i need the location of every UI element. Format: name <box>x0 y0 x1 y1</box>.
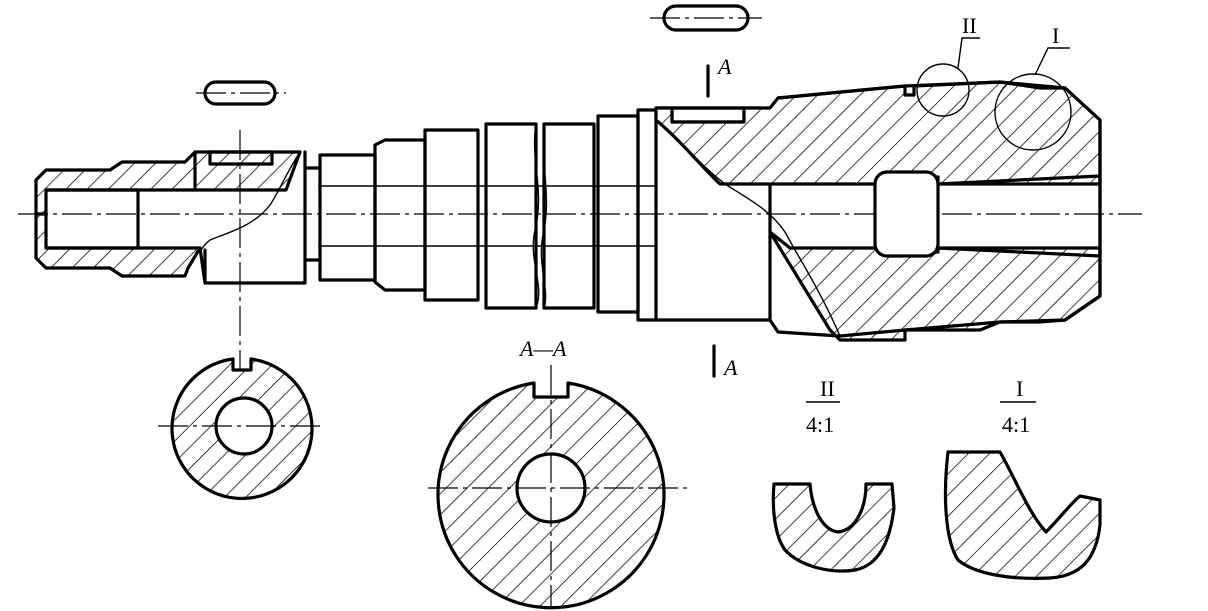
section-aa-view <box>428 365 690 610</box>
right-key-slot <box>670 106 746 124</box>
detail-i-view: I 4:1 <box>943 376 1102 580</box>
middle-break-line <box>532 123 548 309</box>
detail-i-leader <box>1034 47 1070 76</box>
detail-ii-view: II 4:1 <box>771 376 896 573</box>
cross-section-left <box>158 357 322 500</box>
inner-chamber <box>873 170 940 258</box>
section-aa-title: A—A <box>518 336 567 361</box>
left-break-line <box>199 151 301 253</box>
right-body-profile <box>768 80 1102 338</box>
detail-circle-i <box>994 73 1072 151</box>
key-slot-view-top <box>650 4 762 32</box>
shaft-main-view <box>18 80 1142 342</box>
cone-bore <box>936 174 1102 258</box>
ring-3 <box>484 122 538 310</box>
detail-circle-ii <box>916 63 970 117</box>
left-end-bore <box>44 188 140 250</box>
detail-i-scale: 4:1 <box>1002 412 1030 437</box>
right-break-line <box>655 119 841 337</box>
detail-i-view-label: I <box>1016 376 1023 401</box>
section-mark-top-letter: A <box>716 54 732 79</box>
key-slot-view-left <box>196 80 286 106</box>
left-end-lower-section <box>34 212 202 278</box>
left-end-upper-section <box>34 150 302 216</box>
ring-2 <box>423 128 480 302</box>
detail-ii-leader <box>957 37 980 69</box>
section-mark-bottom-letter: A <box>722 355 738 380</box>
right-body-upper-section <box>654 80 1102 186</box>
left-end-body <box>193 150 307 285</box>
ring-4 <box>542 122 596 310</box>
ring-1 <box>373 138 427 292</box>
neck-groove <box>303 153 377 282</box>
detail-ii-scale: 4:1 <box>806 412 834 437</box>
detail-i-label: I <box>1052 23 1059 48</box>
detail-ii-label: II <box>962 13 977 38</box>
detail-ii-view-label: II <box>820 376 835 401</box>
left-key-slot <box>208 150 274 166</box>
